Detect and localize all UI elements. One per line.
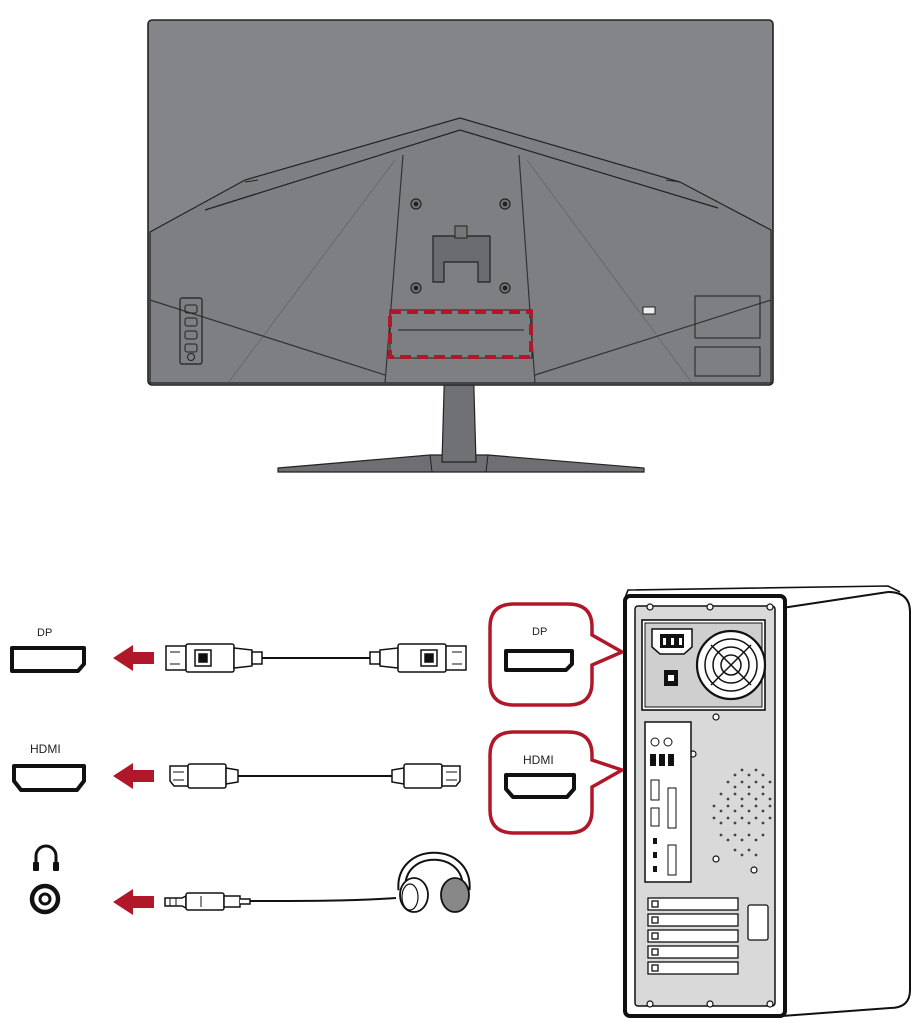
fan-icon (695, 629, 767, 701)
dp-port-label: DP (37, 627, 53, 639)
stand-mount (432, 235, 491, 283)
arrow-hdmi (113, 763, 154, 789)
audio-cable (164, 892, 397, 911)
control-buttons (179, 297, 203, 365)
rating-label (694, 295, 761, 339)
arrow-audio (113, 889, 154, 915)
port-highlight-box (388, 310, 533, 359)
hdmi-callout-port-icon (504, 773, 576, 799)
headphones-icon (397, 851, 471, 913)
dp-callout (488, 602, 626, 707)
arrow-dp (113, 645, 154, 671)
vent-grille (712, 768, 772, 857)
hdmi-port-label: HDMI (30, 742, 61, 756)
hdmi-cable (169, 763, 461, 789)
hdmi-callout (488, 730, 627, 835)
displayport-port-icon (10, 646, 86, 673)
hdmi-callout-label: HDMI (523, 753, 554, 767)
audio-jack-port (29, 883, 61, 915)
displayport-cable (165, 643, 467, 673)
vesa-screws (410, 198, 511, 294)
pc-tower (623, 585, 911, 1018)
monitor-back (147, 19, 774, 473)
expansion-slots (647, 897, 769, 975)
hdmi-port-icon (12, 764, 86, 792)
dp-callout-port-icon (504, 649, 574, 672)
kensington-slot (642, 306, 656, 315)
headphone-icon (33, 844, 59, 871)
serial-label (694, 346, 761, 377)
dp-callout-label: DP (532, 626, 548, 638)
